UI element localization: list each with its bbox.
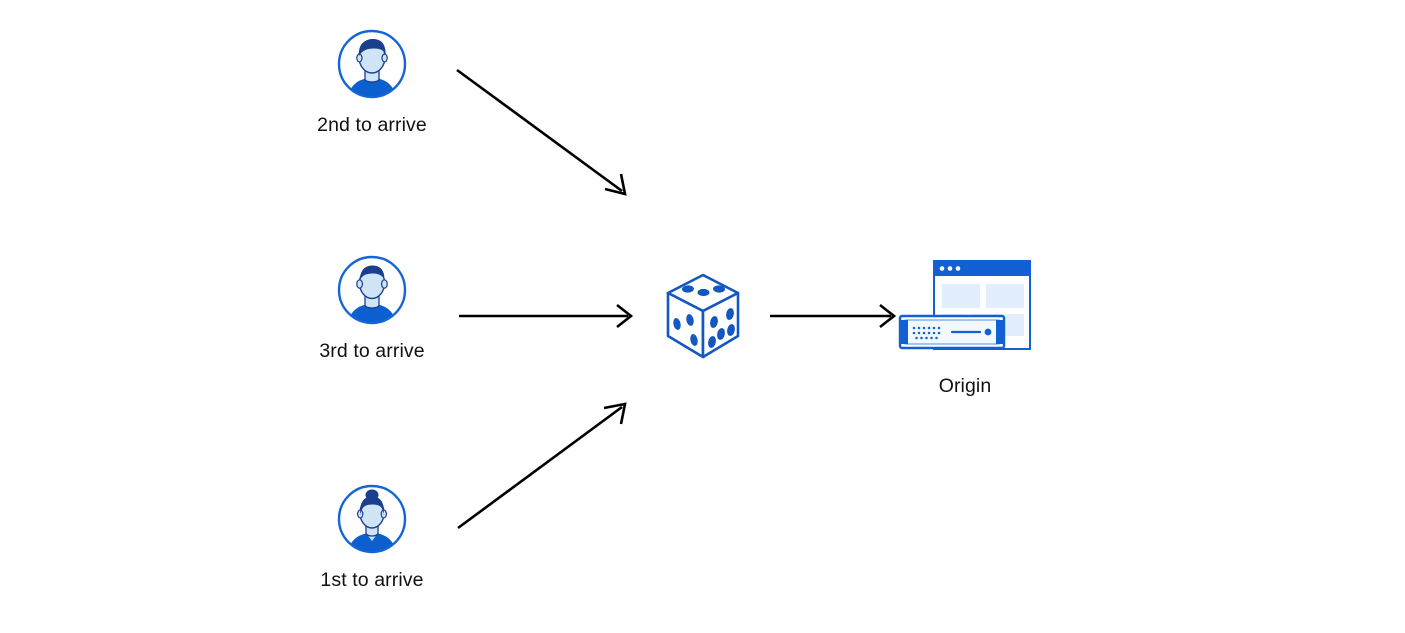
server-ports [912, 326, 941, 340]
arrow-second-to-dice [456, 68, 627, 196]
dice-right-pips [708, 308, 735, 348]
arrow-first-to-dice [457, 402, 627, 530]
dice-icon [664, 272, 742, 360]
origin-server-icon [898, 258, 1034, 358]
origin-label: Origin [938, 375, 992, 397]
dice-top-pips [682, 285, 725, 297]
user-avatar-icon [336, 28, 408, 100]
arrow-third-to-dice [459, 303, 634, 329]
user-avatar-icon [336, 483, 408, 555]
server-device-icon [898, 314, 1006, 350]
dice-left-pips [673, 314, 698, 346]
client-label-first: 1st to arrive [320, 569, 424, 591]
user-avatar-icon [336, 254, 408, 326]
client-label-second: 2nd to arrive [317, 114, 427, 136]
client-label-third: 3rd to arrive [319, 340, 425, 362]
arrow-dice-to-origin [770, 303, 897, 329]
